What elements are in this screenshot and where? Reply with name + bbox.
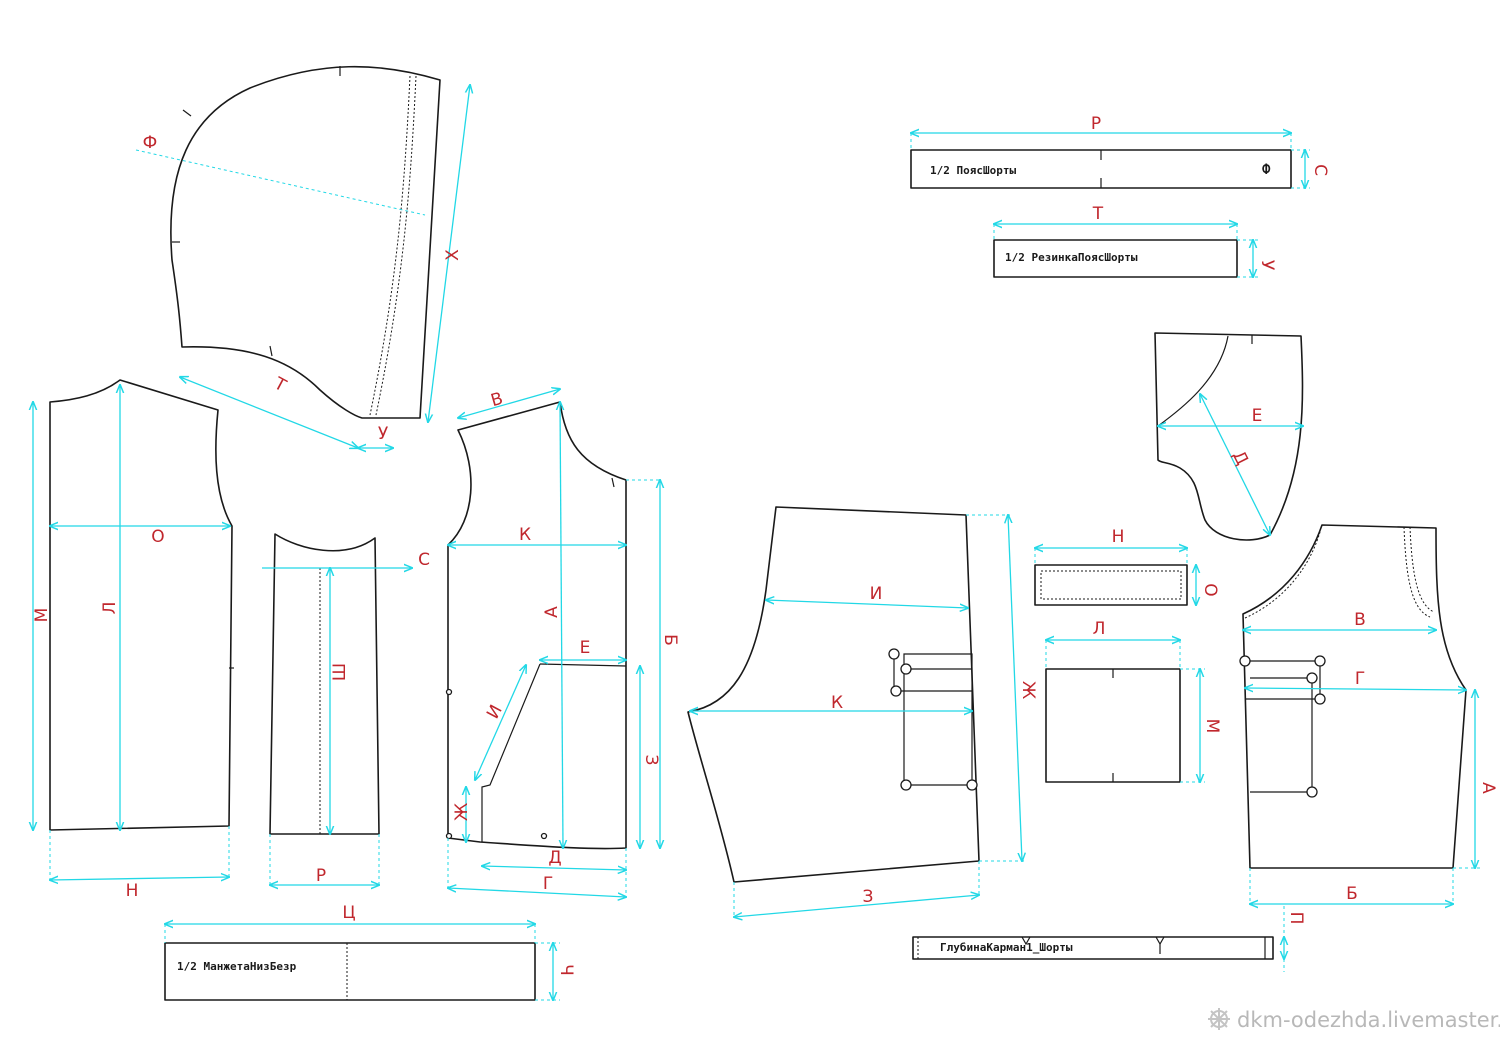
side-yoke-piece: Е Д (1154, 332, 1303, 541)
belt-piece: 1/2 ПоясШорты Ф Р С (911, 114, 1330, 188)
dim-label-belt-s: С (1310, 164, 1330, 176)
elastic-piece-label: 1/2 РезинкаПоясШорты (1005, 251, 1138, 264)
cuff-piece: 1/2 МанжетаНизБезр Ц Ч (165, 903, 576, 1000)
dim-label-bag-m: М (1202, 719, 1222, 734)
dim-label-front-d: Д (548, 848, 561, 868)
dim-label-facing-n: Н (1112, 527, 1125, 547)
dim-label-shorts-i: И (870, 584, 883, 604)
dim-label-sback-a: А (1478, 782, 1498, 794)
dim-label-yoke-e: Е (1252, 406, 1263, 426)
belt-piece-label: 1/2 ПоясШорты (930, 164, 1016, 177)
dim-label-back-n: Н (126, 881, 139, 901)
front-piece: В К А Б Е И З Ж Д Г (445, 389, 680, 897)
dim-label-front-k: К (519, 525, 531, 545)
dim-label-front-e: Е (580, 638, 591, 658)
shorts-front-piece: И К Ж З (687, 506, 1038, 917)
dim-label-elastic-t: Т (1092, 204, 1104, 224)
back-piece: О Л М Н (32, 379, 234, 901)
sleeve-piece: С Ш Р (262, 533, 430, 886)
hood-piece: Ф Х Т У (135, 65, 470, 448)
dim-label-sback-v: В (1354, 610, 1366, 630)
belt-notch-mark: Ф (1262, 162, 1271, 178)
cuff-piece-label: 1/2 МанжетаНизБезр (177, 960, 297, 973)
dim-label-shorts-z: З (863, 887, 874, 907)
dim-label-back-o: О (151, 527, 164, 547)
dim-label-hood-t: Т (270, 373, 290, 396)
dim-label-bag-l: Л (1093, 619, 1106, 639)
dim-label-front-a: А (542, 606, 562, 618)
dim-label-shorts-k: К (831, 693, 843, 713)
pocket-bag-piece: Л М (1046, 619, 1222, 782)
dim-label-hood-u: У (378, 424, 389, 444)
dim-label-back-m: М (32, 608, 52, 623)
dim-label-sleeve-r: Р (316, 866, 326, 886)
dim-label-front-zh: Ж (452, 803, 472, 821)
dim-label-hood-f: Ф (143, 133, 158, 153)
dim-label-cuff-ts: Ц (342, 903, 355, 923)
dim-label-front-v: В (489, 389, 506, 411)
dim-label-cuff-ch: Ч (556, 964, 576, 976)
pocket-facing-piece: Н О (1035, 527, 1220, 605)
dim-label-back-l: Л (100, 602, 120, 615)
dim-label-shorts-zh: Ж (1018, 681, 1038, 699)
dim-label-sback-g: Г (1355, 669, 1365, 689)
pocket-depth-label: ГлубинаКарман1_Шорты (940, 941, 1073, 954)
watermark: dkm-odezhda.livemaster.ru (1208, 1008, 1500, 1032)
dim-label-hood-h: Х (443, 249, 463, 261)
elastic-piece: 1/2 РезинкаПоясШорты Т У (994, 204, 1277, 277)
dim-label-front-g: Г (543, 874, 553, 894)
watermark-text: dkm-odezhda.livemaster.ru (1237, 1008, 1500, 1032)
dim-label-front-b: Б (660, 634, 680, 646)
shorts-back-piece: В Г А Б (1239, 524, 1498, 904)
dim-label-depth-p: П (1286, 912, 1306, 925)
dim-label-sleeve-sh: Ш (330, 663, 350, 681)
dim-label-sleeve-s: С (418, 550, 430, 570)
dim-label-facing-o: О (1200, 583, 1220, 596)
dim-label-belt-r: Р (1091, 114, 1101, 134)
dim-label-elastic-u: У (1257, 260, 1277, 271)
dim-label-front-z: З (641, 755, 661, 766)
pocket-depth-piece: ГлубинаКарман1_Шорты П (912, 906, 1306, 972)
snowflake-icon (1208, 1008, 1230, 1030)
dim-label-sback-b: Б (1346, 884, 1358, 904)
